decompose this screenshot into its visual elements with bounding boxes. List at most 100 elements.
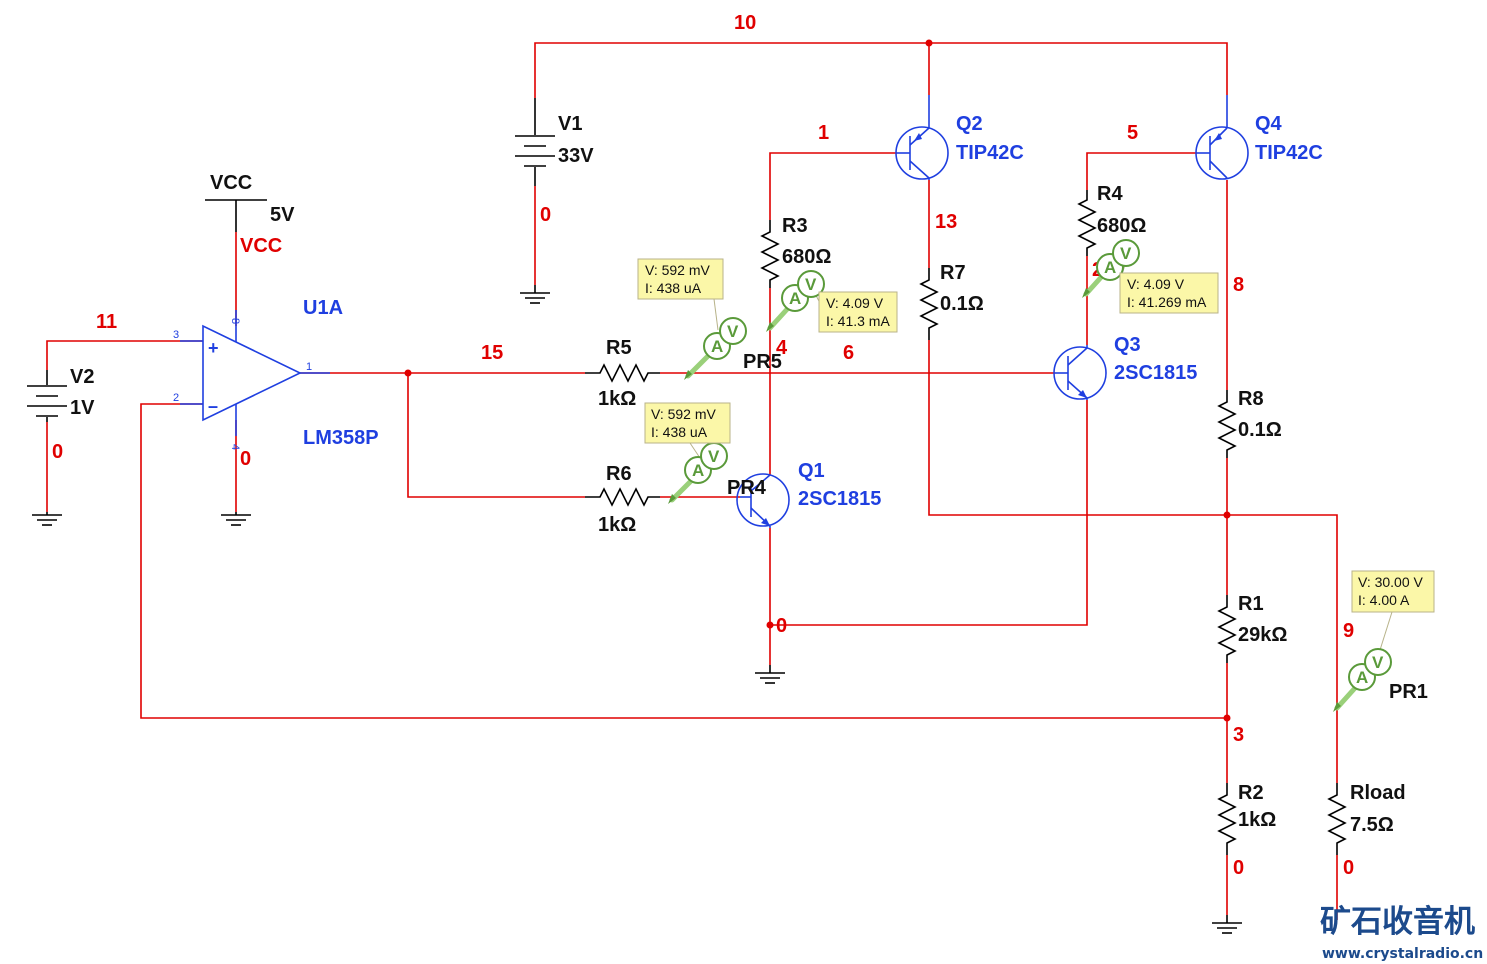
v2-value: 1V bbox=[70, 397, 95, 419]
pin-in-plus: 3 bbox=[173, 329, 179, 341]
pr5-voltage: V: 592 mV bbox=[645, 262, 711, 278]
pin-vplus: 8 bbox=[229, 318, 241, 324]
vcc-net-label: VCC bbox=[240, 235, 282, 257]
probe-v-icon: V bbox=[1120, 244, 1132, 263]
r7-name: R7 bbox=[940, 262, 966, 284]
probe-v-icon: V bbox=[708, 447, 720, 466]
probe-a-icon: A bbox=[1104, 258, 1116, 277]
pr4-voltage: V: 592 mV bbox=[651, 406, 717, 422]
net-9: 9 bbox=[1343, 620, 1354, 642]
junctions bbox=[404, 39, 1231, 722]
transistor-q4[interactable]: Q4 TIP42C bbox=[1195, 95, 1323, 180]
net-11: 11 bbox=[96, 311, 117, 333]
r4-name: R4 bbox=[1097, 183, 1123, 205]
v1-name: V1 bbox=[558, 113, 582, 135]
pr4-name: PR4 bbox=[727, 477, 767, 499]
opamp-u1a[interactable]: + – 3 2 1 8 4 U1A LM358P bbox=[173, 297, 379, 450]
net-0-r2: 0 bbox=[1233, 857, 1244, 879]
transistor-q2[interactable]: Q2 TIP42C bbox=[895, 95, 1024, 180]
battery-v2[interactable]: V2 1V bbox=[27, 366, 95, 422]
resistor-r4[interactable]: R4 680Ω bbox=[1077, 183, 1146, 256]
transistor-q1[interactable]: Q1 2SC1815 bbox=[736, 460, 881, 528]
watermark-title: 矿石收音机 bbox=[1320, 904, 1475, 940]
q2-name: Q2 bbox=[956, 113, 983, 135]
rload-name: Rload bbox=[1350, 782, 1406, 804]
r1-value: 29kΩ bbox=[1238, 624, 1287, 646]
v2-name: V2 bbox=[70, 366, 94, 388]
probe-v-icon: V bbox=[727, 322, 739, 341]
resistor-r8[interactable]: R8 0.1Ω bbox=[1217, 388, 1282, 458]
battery-v1[interactable]: V1 33V bbox=[515, 98, 594, 186]
watermark: 矿石收音机 www.crystalradio.cn bbox=[1320, 904, 1483, 962]
vcc-value: 5V bbox=[270, 204, 295, 226]
q1-part: 2SC1815 bbox=[798, 488, 881, 510]
resistor-rload[interactable]: Rload 7.5Ω bbox=[1327, 782, 1406, 855]
minus-sign: – bbox=[208, 396, 218, 416]
vcc-name: VCC bbox=[210, 172, 252, 194]
r7-value: 0.1Ω bbox=[940, 293, 984, 315]
r6-name: R6 bbox=[606, 463, 632, 485]
resistor-r6[interactable]: R6 1kΩ bbox=[585, 463, 660, 536]
q4-part: TIP42C bbox=[1255, 142, 1323, 164]
net-4: 4 bbox=[776, 337, 788, 359]
resistor-r2[interactable]: R2 1kΩ bbox=[1217, 782, 1276, 855]
u1a-part: LM358P bbox=[303, 427, 379, 449]
r3-probe-current: I: 41.3 mA bbox=[826, 313, 890, 329]
net-13: 13 bbox=[935, 211, 957, 233]
probe-a-icon: A bbox=[692, 461, 704, 480]
net-0-q1: 0 bbox=[776, 615, 787, 637]
pr5-name: PR5 bbox=[743, 351, 782, 373]
r3-value: 680Ω bbox=[782, 246, 831, 268]
net-5: 5 bbox=[1127, 122, 1138, 144]
probe-pr4[interactable]: A V V: 592 mV I: 438 uA PR4 bbox=[644, 402, 767, 504]
probe-r3[interactable]: A V V: 4.09 V I: 41.3 mA bbox=[766, 270, 898, 333]
v1-value: 33V bbox=[558, 145, 594, 167]
net-0-rload: 0 bbox=[1343, 857, 1354, 879]
probe-a-icon: A bbox=[789, 289, 801, 308]
r8-name: R8 bbox=[1238, 388, 1264, 410]
q1-name: Q1 bbox=[798, 460, 825, 482]
r5-name: R5 bbox=[606, 337, 632, 359]
pin-out: 1 bbox=[306, 361, 312, 373]
r2-value: 1kΩ bbox=[1238, 809, 1276, 831]
probe-pr1[interactable]: A V V: 30.00 V I: 4.00 A PR1 bbox=[1333, 570, 1435, 712]
resistor-r5[interactable]: R5 1kΩ bbox=[585, 337, 660, 410]
probe-pr5[interactable]: A V V: 592 mV I: 438 uA PR5 bbox=[637, 258, 782, 380]
plus-sign: + bbox=[208, 338, 219, 358]
resistor-r7[interactable]: R7 0.1Ω bbox=[919, 262, 984, 340]
transistor-q3[interactable]: Q3 2SC1815 bbox=[1053, 334, 1197, 400]
resistor-r1[interactable]: R1 29kΩ bbox=[1217, 593, 1287, 663]
rload-value: 7.5Ω bbox=[1350, 814, 1394, 836]
probe-a-icon: A bbox=[711, 337, 723, 356]
probe-v-icon: V bbox=[805, 275, 817, 294]
pin-in-minus: 2 bbox=[173, 392, 179, 404]
probe-r4[interactable]: A V V: 4.09 V I: 41.269 mA bbox=[1082, 239, 1219, 314]
r6-value: 1kΩ bbox=[598, 514, 636, 536]
net-1: 1 bbox=[818, 122, 829, 144]
vcc-supply[interactable]: VCC 5V VCC bbox=[205, 172, 295, 257]
q3-part: 2SC1815 bbox=[1114, 362, 1197, 384]
ground-symbols bbox=[32, 285, 1242, 934]
r5-value: 1kΩ bbox=[598, 388, 636, 410]
net-0-u1: 0 bbox=[240, 448, 251, 470]
watermark-url: www.crystalradio.cn bbox=[1322, 946, 1483, 962]
pr5-current: I: 438 uA bbox=[645, 280, 702, 296]
net-6: 6 bbox=[843, 342, 854, 364]
q2-part: TIP42C bbox=[956, 142, 1024, 164]
pr4-current: I: 438 uA bbox=[651, 424, 708, 440]
probe-a-icon: A bbox=[1356, 668, 1368, 687]
pr1-voltage: V: 30.00 V bbox=[1358, 574, 1424, 590]
wires bbox=[46, 42, 1338, 920]
net-3: 3 bbox=[1233, 724, 1244, 746]
resistor-r3[interactable]: R3 680Ω bbox=[760, 215, 831, 288]
r4-probe-current: I: 41.269 mA bbox=[1127, 294, 1207, 310]
r4-value: 680Ω bbox=[1097, 215, 1146, 237]
probe-v-icon: V bbox=[1372, 653, 1384, 672]
r1-name: R1 bbox=[1238, 593, 1264, 615]
u1a-name: U1A bbox=[303, 297, 343, 319]
net-0-v1: 0 bbox=[540, 204, 551, 226]
r3-probe-voltage: V: 4.09 V bbox=[826, 295, 884, 311]
net-labels: 10 1 5 13 8 11 15 4 6 2 9 3 0 0 0 0 0 0 bbox=[52, 12, 1354, 879]
r8-value: 0.1Ω bbox=[1238, 419, 1282, 441]
